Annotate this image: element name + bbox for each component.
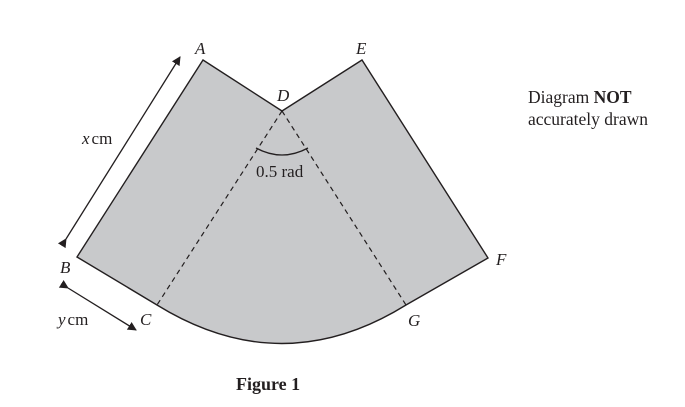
figure-caption: Figure 1 xyxy=(236,374,301,394)
label-point-e: E xyxy=(355,39,367,58)
label-point-d: D xyxy=(276,86,290,105)
label-point-a: A xyxy=(194,39,206,58)
note-line-1: Diagram NOT xyxy=(528,87,632,107)
y-dimension-arrow xyxy=(58,279,137,331)
label-point-c: C xyxy=(140,310,152,329)
diagram-note: Diagram NOT accurately drawn xyxy=(528,86,648,130)
label-point-g: G xyxy=(408,311,420,330)
dashed-line-dc xyxy=(156,110,283,306)
dashed-line-dg xyxy=(281,110,407,306)
label-point-f: F xyxy=(495,250,507,269)
label-angle: 0.5 rad xyxy=(256,162,304,181)
label-point-b: B xyxy=(60,258,71,277)
note-line-2: accurately drawn xyxy=(528,109,648,129)
x-dimension-arrow xyxy=(57,56,181,249)
angle-arc xyxy=(255,147,309,156)
